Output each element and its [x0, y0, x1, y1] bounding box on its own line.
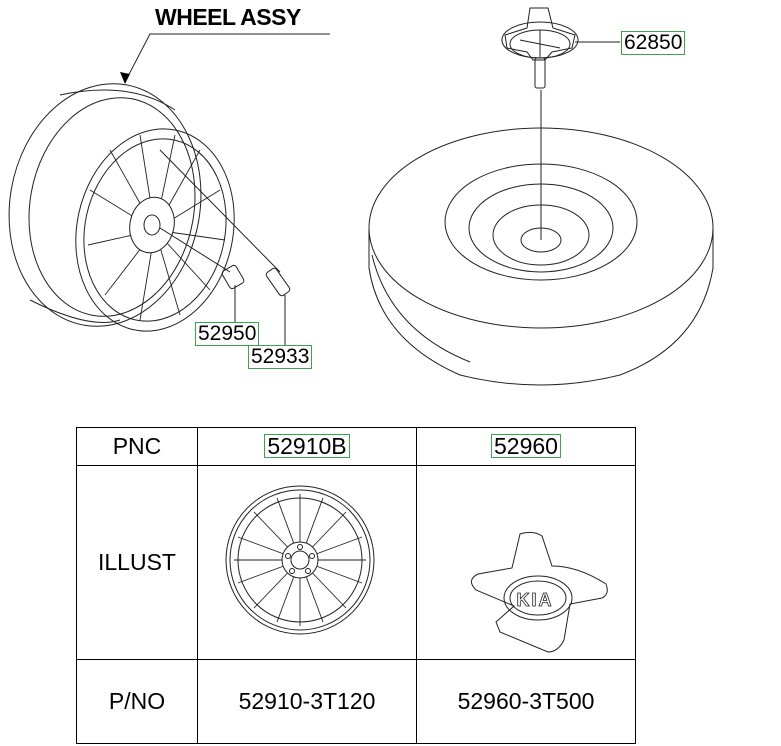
- parts-table: PNC 52910B 52960 ILLUST P/NO 52910-3T120…: [76, 427, 636, 744]
- diagram-title: WHEEL ASSY: [155, 4, 301, 30]
- illust-cell-wheel: [197, 465, 417, 660]
- title-arrow: [120, 72, 130, 84]
- spare-tire-drawing: [368, 7, 714, 386]
- wheel-drawing: [8, 83, 291, 352]
- table-row-pnc: PNC 52910B 52960: [76, 427, 636, 466]
- pnc-wheel[interactable]: 52910B: [264, 434, 350, 458]
- pno-cap: 52960-3T500: [416, 659, 636, 744]
- callout-valve[interactable]: 52933: [248, 345, 313, 369]
- title-leader-line: [124, 33, 330, 83]
- pno-wheel: 52910-3T120: [197, 659, 417, 744]
- table-row-pno: P/NO 52910-3T120 52960-3T500: [76, 659, 636, 744]
- pnc-cap[interactable]: 52960: [491, 434, 561, 458]
- illust-cell-cap: [416, 465, 636, 660]
- callout-hub-cap[interactable]: 62850: [621, 31, 686, 55]
- row-header-illust: ILLUST: [76, 465, 198, 660]
- pnc-cell-cap: 52960: [416, 427, 636, 466]
- callout-lug-nut[interactable]: 52950: [195, 322, 260, 346]
- pnc-cell-wheel: 52910B: [197, 427, 417, 466]
- row-header-pnc: PNC: [76, 427, 198, 466]
- table-row-illust: ILLUST: [76, 465, 636, 660]
- row-header-pno: P/NO: [76, 659, 198, 744]
